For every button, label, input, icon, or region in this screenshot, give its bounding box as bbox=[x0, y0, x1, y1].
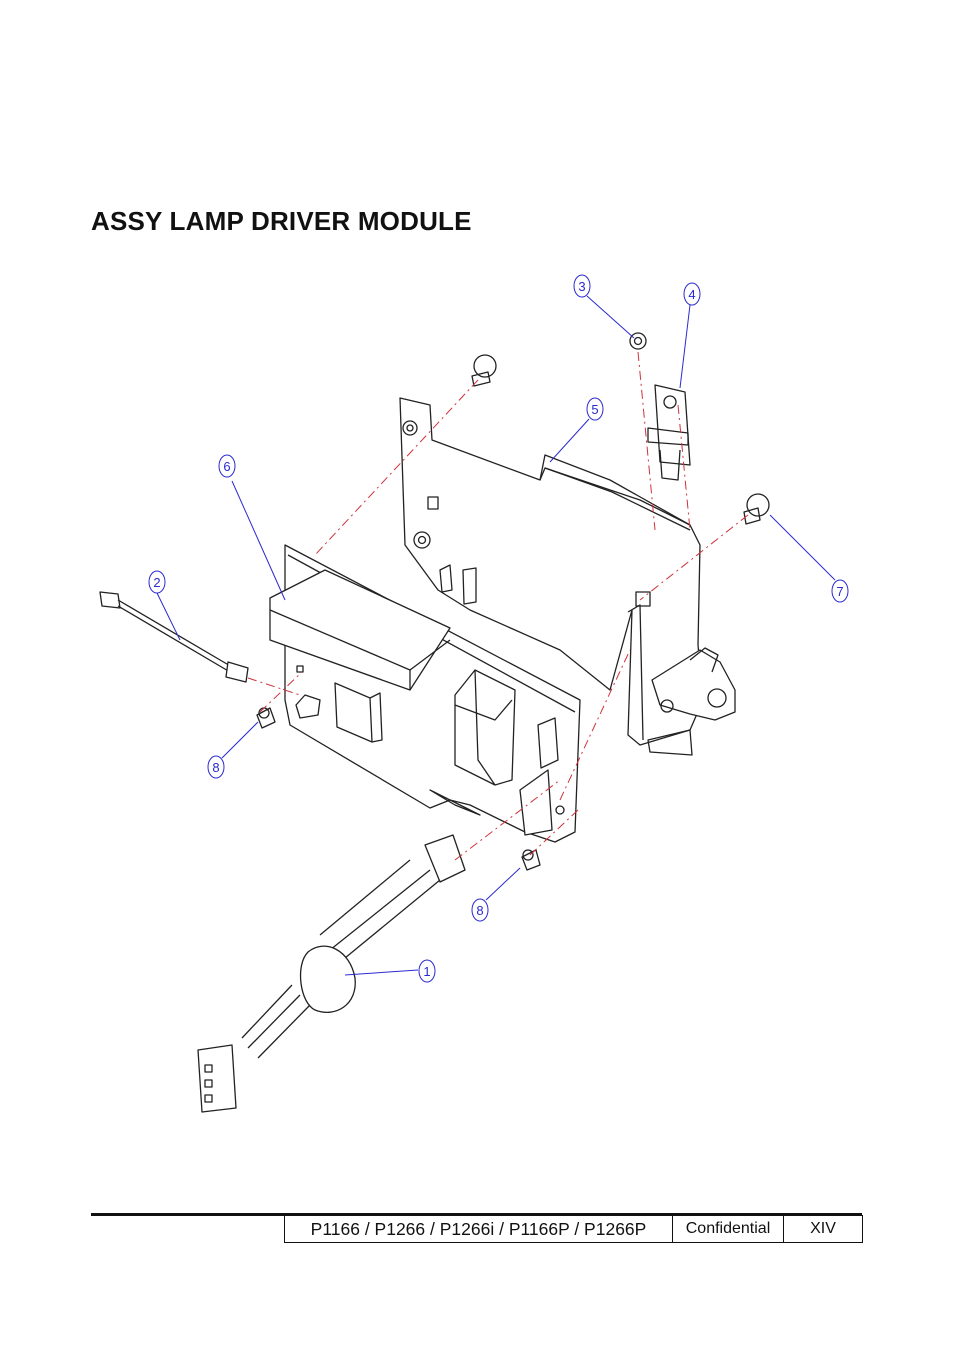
callout-7: 7 bbox=[836, 584, 843, 599]
cable-part-2 bbox=[99, 591, 249, 683]
lamp-cable-part-1 bbox=[197, 834, 466, 1113]
callout-3: 3 bbox=[578, 279, 585, 294]
callout-bubble-7 bbox=[831, 579, 849, 603]
callout-bubble-8a bbox=[207, 755, 225, 779]
bracket-part bbox=[399, 397, 736, 756]
footer-rule bbox=[91, 1213, 862, 1216]
callout-bubble-6 bbox=[218, 454, 236, 478]
callout-2: 2 bbox=[153, 575, 160, 590]
callout-bubble-4 bbox=[683, 282, 701, 306]
callout-bubble-2 bbox=[148, 570, 166, 594]
footer-classification: Confidential bbox=[672, 1215, 783, 1243]
connector-part-4 bbox=[647, 384, 691, 481]
page-title: ASSY LAMP DRIVER MODULE bbox=[91, 206, 472, 236]
screws bbox=[256, 332, 770, 871]
callout-bubble-3 bbox=[573, 274, 591, 298]
pcb-part bbox=[269, 544, 581, 843]
callout-bubble-1 bbox=[418, 959, 436, 983]
exploded-assembly-diagram: 1 2 3 4 5 6 7 8 8 bbox=[99, 274, 849, 1113]
footer-models: P1166 / P1266 / P1266i / P1166P / P1266P bbox=[310, 1218, 647, 1239]
callout-bubble-5 bbox=[586, 397, 604, 421]
callout-8b: 8 bbox=[476, 903, 483, 918]
footer-table: P1166 / P1266 / P1266i / P1166P / P1266P… bbox=[284, 1215, 863, 1243]
callout-1: 1 bbox=[423, 964, 430, 979]
callout-5: 5 bbox=[591, 402, 598, 417]
callout-6: 6 bbox=[223, 459, 230, 474]
callout-bubble-8b bbox=[471, 898, 489, 922]
callout-4: 4 bbox=[688, 287, 695, 302]
footer-page-number: XIV bbox=[783, 1215, 862, 1243]
callout-8a: 8 bbox=[212, 760, 219, 775]
